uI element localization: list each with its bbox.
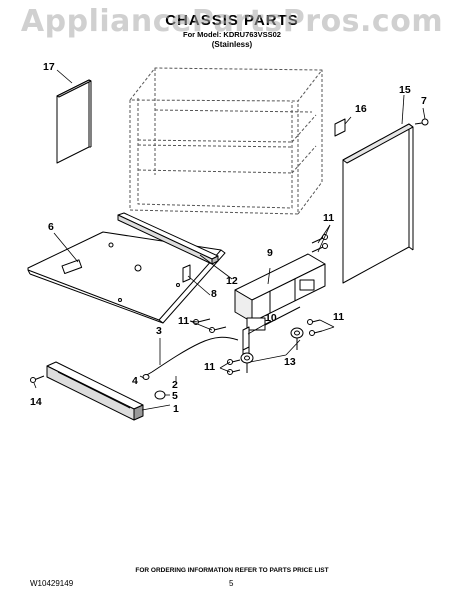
callout-17: 17	[43, 61, 55, 73]
callout-4: 4	[132, 375, 138, 387]
callout-11-bottom: 11	[204, 361, 216, 373]
callout-12: 12	[226, 275, 238, 287]
finish-label: (Stainless)	[211, 40, 253, 49]
part-1-toe-kick	[46, 361, 144, 421]
part-6-base-plate	[27, 231, 222, 321]
callout-1: 1	[173, 403, 179, 415]
part-17-side-panel	[56, 79, 90, 164]
part-16-label	[334, 118, 346, 137]
callout-11-top: 11	[323, 212, 335, 224]
callout-6: 6	[48, 221, 54, 233]
part-9-chassis-base	[234, 253, 326, 331]
part-14-screw	[30, 375, 45, 383]
callout-13: 13	[284, 356, 296, 368]
part-13-leveling-legs	[240, 327, 304, 373]
callout-7: 7	[421, 95, 427, 107]
callout-8: 8	[211, 288, 217, 300]
tub-outline	[129, 67, 323, 215]
part-8-bracket	[182, 264, 191, 283]
callout-15: 15	[399, 84, 411, 96]
model-line: For Model: KDRU763VSS02	[183, 30, 281, 39]
callout-11-right: 11	[333, 311, 345, 323]
document-number: W10429149	[30, 579, 74, 588]
callout-2: 2	[172, 379, 178, 391]
callout-14: 14	[30, 396, 42, 408]
part-4-fitting	[142, 374, 150, 380]
part-15-side-panel	[342, 123, 410, 284]
callout-11-left: 11	[178, 315, 190, 327]
page-title: CHASSIS PARTS	[165, 12, 299, 29]
callout-16: 16	[355, 103, 367, 115]
callout-10: 10	[265, 312, 277, 324]
callout-3: 3	[156, 325, 162, 337]
page-number: 5	[229, 579, 234, 588]
part-5-fitting	[154, 390, 166, 400]
watermark: AppliancePartsPros.com	[20, 4, 444, 39]
part-7-screw	[414, 118, 429, 126]
callout-9: 9	[267, 247, 273, 259]
part-3-cable	[144, 336, 239, 377]
leader-lines	[33, 69, 426, 411]
ordering-note: FOR ORDERING INFORMATION REFER TO PARTS …	[135, 567, 329, 574]
callout-5: 5	[172, 390, 178, 402]
